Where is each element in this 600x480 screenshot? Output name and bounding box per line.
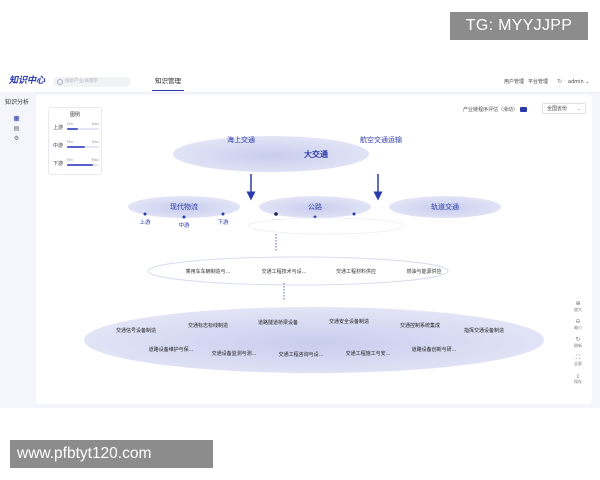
tool-label: 缩小 <box>574 325 582 330</box>
node-l4-2[interactable]: 交通标志标线制造 <box>188 322 228 329</box>
dot-midstream <box>182 215 186 219</box>
legend-fill <box>67 164 93 166</box>
dot-upstream-highway <box>274 212 278 216</box>
legend-max: Max <box>91 140 99 144</box>
legend-min: Min <box>67 158 74 162</box>
legend-max: Max <box>91 158 99 162</box>
legend-title: 图例 <box>69 112 80 118</box>
chevron-down-icon: ⌄ <box>585 79 590 85</box>
tool-label: 保存 <box>574 379 582 384</box>
node-l4-10[interactable]: 交通工程施工与安... <box>346 350 391 357</box>
legend-label: 中游 <box>53 143 64 149</box>
node-l4-4[interactable]: 交通安全设备制造 <box>329 318 369 325</box>
fullscreen-button[interactable]: ⛶全屏 <box>568 354 588 370</box>
zoom-out-button[interactable]: ⊖缩小 <box>568 318 588 334</box>
tool-label: 刷新 <box>574 343 582 348</box>
node-l4-9[interactable]: 交通工程咨询与设... <box>279 351 324 358</box>
zoom-in-button[interactable]: ⊕放大 <box>568 300 588 316</box>
search-placeholder: 搜索产业/关键字 <box>65 79 99 84</box>
dot-downstream-highway <box>352 212 356 216</box>
legend-fill <box>67 128 79 130</box>
region-select[interactable]: 全国省份 ⌄ <box>542 103 586 114</box>
graph-panel: 海上交通 大交通 航空交通运输 现代物流 公路 轨道交通 上游 中游 下游 上游… <box>36 95 592 404</box>
node-maritime[interactable]: 海上交通 <box>227 135 255 144</box>
node-ellipse-top[interactable] <box>173 136 369 172</box>
node-logistics[interactable]: 现代物流 <box>170 202 198 211</box>
refresh-icon: ↻ <box>575 336 581 343</box>
platform-management-link[interactable]: 平台管理 <box>528 79 549 85</box>
node-ellipse-highway[interactable] <box>259 196 371 218</box>
node-l4-11[interactable]: 道路设备创新与研... <box>412 346 457 353</box>
app-window: 知识中心 搜索产业/关键字 知识管理 用户管理 平台管理 ↻ admin ⌄ 知… <box>0 71 600 408</box>
label-upstream[interactable]: 上游 <box>139 218 151 226</box>
legend-min: Min <box>67 122 74 126</box>
legend-bar <box>67 164 99 166</box>
zoom-out-icon: ⊖ <box>575 318 581 325</box>
node-aviation[interactable]: 航空交通运输 <box>360 135 402 144</box>
settings-icon[interactable]: ⚙ <box>13 135 20 142</box>
node-l3-1[interactable]: 乘用车车辆制造与... <box>186 268 231 275</box>
tool-label: 全屏 <box>574 361 582 366</box>
legend-row-midstream: 中游 Min Max <box>53 140 99 154</box>
selection-arc <box>247 217 405 235</box>
download-button[interactable]: ⤓保存 <box>568 372 588 388</box>
download-icon: ⤓ <box>576 372 580 379</box>
dot-downstream <box>221 212 225 216</box>
grid-icon[interactable]: ▦ <box>13 115 20 122</box>
legend-bar <box>67 146 99 148</box>
node-l4-6[interactable]: 指挥交通设备制造 <box>464 327 504 334</box>
sidebar: 知识分析 ▦ ▤ ⚙ <box>0 92 34 408</box>
search-icon <box>57 79 63 85</box>
node-l4-5[interactable]: 交通控制系统集成 <box>400 322 440 329</box>
legend-max: Max <box>91 122 99 126</box>
search-input[interactable]: 搜索产业/关键字 <box>53 77 131 87</box>
node-l3-4[interactable]: 燃油与能源供应 <box>406 268 441 275</box>
node-l3-3[interactable]: 交通工程材料供应 <box>336 268 376 275</box>
node-l4-8[interactable]: 交通设备监测与测... <box>212 350 257 357</box>
legend-row-upstream: 上游 Min Max <box>53 122 99 136</box>
node-l4-3[interactable]: 道路隧道桥梁设备 <box>258 319 298 326</box>
watermark-tg: TG: MYYJJPP <box>450 12 588 40</box>
legend-label: 上游 <box>53 125 64 131</box>
node-l4-1[interactable]: 交通信号设备制造 <box>116 327 156 334</box>
label-downstream[interactable]: 下游 <box>217 218 229 226</box>
node-highway[interactable]: 公路 <box>308 202 322 211</box>
chevron-down-icon: ⌄ <box>576 106 581 112</box>
node-l4-7[interactable]: 道路设备维护与保... <box>149 346 194 353</box>
fullscreen-icon: ⛶ <box>575 354 581 361</box>
region-select-value: 全国省份 <box>547 106 568 112</box>
refresh-button[interactable]: ↻刷新 <box>568 336 588 352</box>
node-transport[interactable]: 大交通 <box>304 149 328 159</box>
node-l3-2[interactable]: 交通工程技术与设... <box>262 268 307 275</box>
node-ellipse-level4[interactable] <box>84 307 544 373</box>
tab-knowledge-management[interactable]: 知识管理 <box>152 75 184 91</box>
legend-bar <box>67 128 99 130</box>
node-ellipse-logistics[interactable] <box>128 196 240 218</box>
watermark-url: www.pfbtyt120.com <box>10 440 213 468</box>
tool-label: 放大 <box>574 307 582 312</box>
knowledge-graph[interactable]: 海上交通 大交通 航空交通运输 现代物流 公路 轨道交通 上游 中游 下游 上游… <box>36 95 592 404</box>
legend: 图例 上游 Min Max 中游 Min Max 下游 Min Max <box>48 107 102 175</box>
table-icon[interactable]: ▤ <box>13 125 20 132</box>
node-ellipse-level3[interactable] <box>147 256 449 286</box>
node-rail[interactable]: 轨道交通 <box>431 202 459 211</box>
node-ellipse-rail[interactable] <box>389 196 501 218</box>
app-logo[interactable]: 知识中心 <box>9 76 46 86</box>
legend-fill <box>67 146 85 148</box>
dot-upstream <box>143 212 147 216</box>
top-bar: 知识中心 搜索产业/关键字 知识管理 用户管理 平台管理 ↻ admin ⌄ <box>0 71 600 93</box>
legend-row-downstream: 下游 Min Max <box>53 158 99 172</box>
legend-label: 下游 <box>53 161 64 167</box>
legend-min: Min <box>67 140 74 144</box>
indicator-label: 产业链程序评估（滑动） <box>463 107 519 113</box>
zoom-in-icon: ⊕ <box>575 300 581 307</box>
refresh-icon[interactable]: ↻ <box>557 78 563 85</box>
username: admin <box>568 79 584 85</box>
sidebar-title: 知识分析 <box>5 99 30 106</box>
indicator-toggle[interactable] <box>520 107 527 112</box>
user-management-link[interactable]: 用户管理 <box>504 79 525 85</box>
user-menu[interactable]: admin ⌄ <box>568 79 589 85</box>
label-midstream[interactable]: 中游 <box>178 221 190 229</box>
